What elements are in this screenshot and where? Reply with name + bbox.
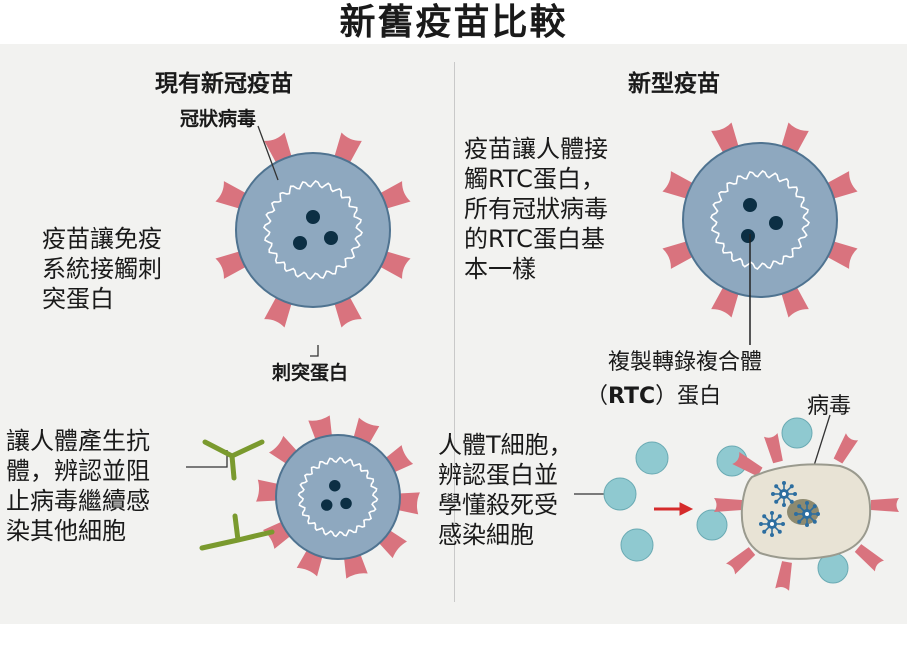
bottom-left-desc-line: 讓人體產生抗 xyxy=(6,427,150,455)
core-dot xyxy=(329,479,341,492)
spike-protein xyxy=(726,547,756,575)
spike-protein xyxy=(256,479,281,502)
virus-envelope xyxy=(682,142,838,298)
bottom-virus-label: 病毒 xyxy=(807,394,852,419)
right-desc-line: 觸RTC蛋白， xyxy=(464,165,605,193)
core-dot xyxy=(320,499,333,511)
spike-protein xyxy=(732,451,763,477)
bottom-left-description: 讓人體產生抗 體，辨認並阻 止病毒繼續感 染其他細胞 xyxy=(6,426,150,546)
page-title: 新舊疫苗比較 xyxy=(339,2,568,43)
bottom-left-desc-line: 染其他細胞 xyxy=(6,517,126,545)
antibody-lower xyxy=(199,513,275,551)
t-cell xyxy=(781,417,813,449)
antibody-upper xyxy=(202,439,265,481)
rtc-close-paren: ）蛋白 xyxy=(655,384,722,409)
spike-protein xyxy=(714,498,742,512)
coronavirus-top-right xyxy=(662,122,858,318)
spike-protein xyxy=(854,544,884,572)
left-desc-line: 疫苗讓免疫 xyxy=(42,225,162,253)
spike-label: 刺突蛋白 xyxy=(272,362,349,384)
bottom-right-desc-line: 感染細胞 xyxy=(438,521,534,549)
right-description: 疫苗讓人體接 觸RTC蛋白， 所有冠狀病毒 的RTC蛋白基 本一樣 xyxy=(464,134,608,284)
bottom-right-description: 人體T細胞， 辨認蛋白並 學懂殺死受 感染細胞 xyxy=(438,430,573,550)
virus-envelope xyxy=(275,434,401,560)
right-desc-line: 疫苗讓人體接 xyxy=(464,135,608,163)
bottom-left-desc-line: 止病毒繼續感 xyxy=(6,487,150,515)
spike-label-leader xyxy=(310,345,319,357)
virus-label-leader xyxy=(257,125,279,181)
t-cell xyxy=(696,509,728,541)
t-cell xyxy=(635,441,669,475)
core-dot xyxy=(741,229,755,243)
mini-virus xyxy=(771,481,797,507)
rna-strand xyxy=(263,180,363,280)
left-header: 現有新冠疫苗 xyxy=(155,71,293,97)
core-dot xyxy=(743,198,757,212)
core-dot xyxy=(769,216,783,230)
coronavirus-top-left xyxy=(215,132,411,328)
rtc-label-line1: 複製轉錄複合體 xyxy=(608,350,763,375)
left-desc-line: 系統接觸刺 xyxy=(42,255,162,283)
rtc-open-paren: （ xyxy=(586,384,609,409)
core-dot xyxy=(324,231,338,245)
arrow-icon xyxy=(654,502,694,516)
rtc-abbr: RTC xyxy=(608,384,656,409)
right-desc-line: 的RTC蛋白基 xyxy=(464,225,605,253)
panel-divider xyxy=(454,62,455,602)
t-cell xyxy=(603,477,637,511)
rna-strand xyxy=(710,170,810,270)
spike-protein xyxy=(833,433,859,464)
spike-protein xyxy=(871,498,899,512)
bottom-right-desc-line: 學懂殺死受 xyxy=(438,491,558,519)
bottom-left-desc-line: 體，辨認並阻 xyxy=(6,457,150,485)
core-dot xyxy=(306,210,320,224)
coronavirus-bottom-left xyxy=(256,415,420,579)
mini-virus xyxy=(794,501,820,527)
virus-label: 冠狀病毒 xyxy=(180,108,257,130)
rna-strand xyxy=(297,456,379,538)
core-dot xyxy=(340,497,352,510)
core-dot xyxy=(293,236,307,250)
spike-protein xyxy=(763,433,783,464)
spike-protein xyxy=(395,492,420,515)
left-description: 疫苗讓免疫 系統接觸刺 突蛋白 xyxy=(42,224,162,314)
virus-envelope xyxy=(235,152,391,308)
bottom-right-desc-line: 辨認蛋白並 xyxy=(438,461,558,489)
spike-protein xyxy=(775,561,792,591)
right-header: 新型疫苗 xyxy=(628,71,720,97)
infected-cell xyxy=(714,433,899,591)
rtc-label-line2: （RTC）蛋白 xyxy=(586,378,721,410)
left-desc-line: 突蛋白 xyxy=(42,285,114,313)
bottom-right-desc-line: 人體T細胞， xyxy=(438,431,573,459)
t-cell xyxy=(620,528,654,562)
right-desc-line: 本一樣 xyxy=(464,255,536,283)
right-desc-line: 所有冠狀病毒 xyxy=(464,195,608,223)
mini-virus xyxy=(759,511,785,537)
